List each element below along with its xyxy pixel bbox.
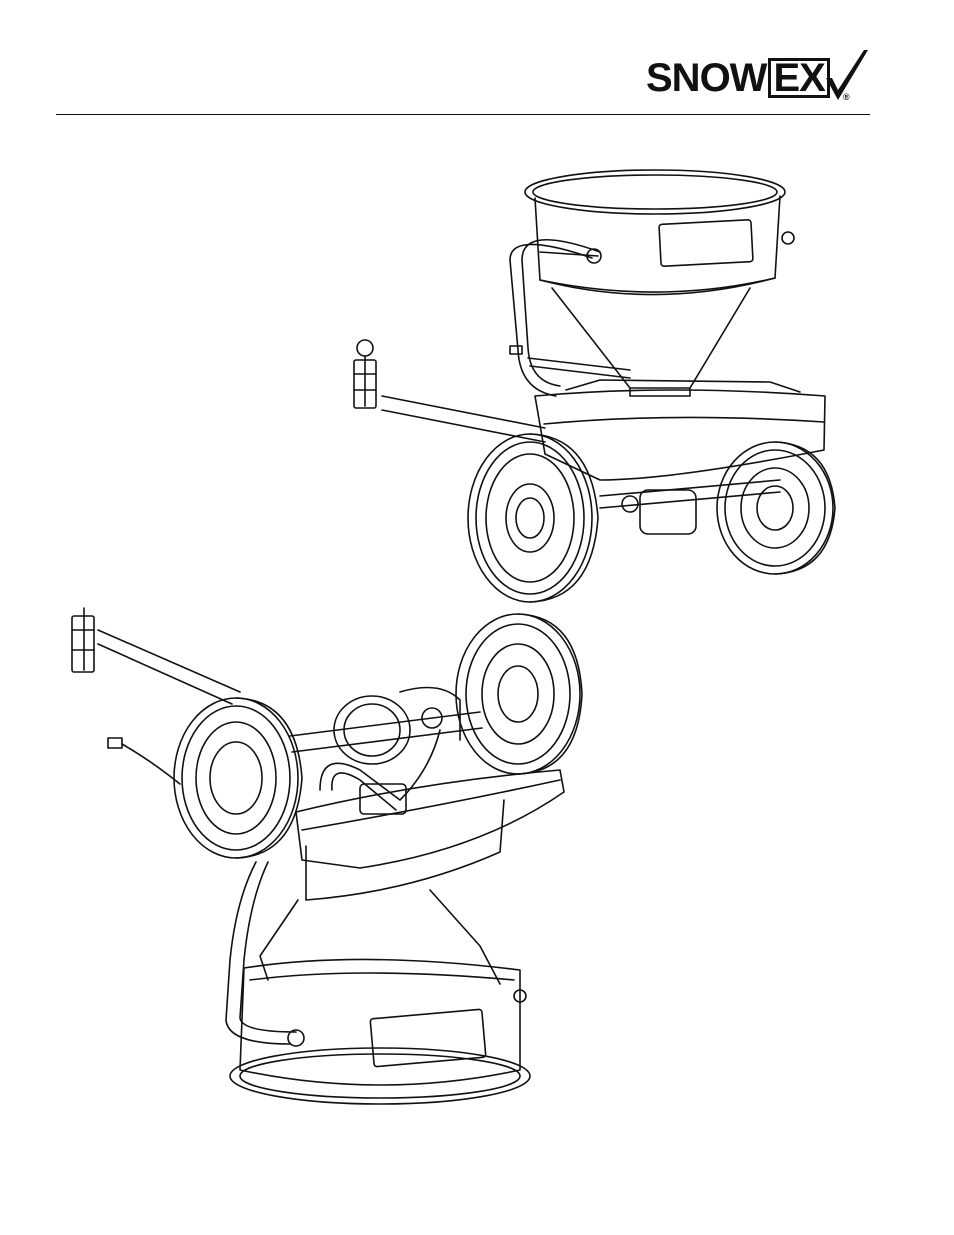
registered-mark: ® [843,92,850,102]
spreader-upright-drawing [330,160,860,610]
logo-brand-main: SNOW [646,56,766,100]
logo-brand-box: EX [768,58,829,98]
header-rule [56,114,870,115]
spreader-inverted-drawing [60,600,600,1110]
